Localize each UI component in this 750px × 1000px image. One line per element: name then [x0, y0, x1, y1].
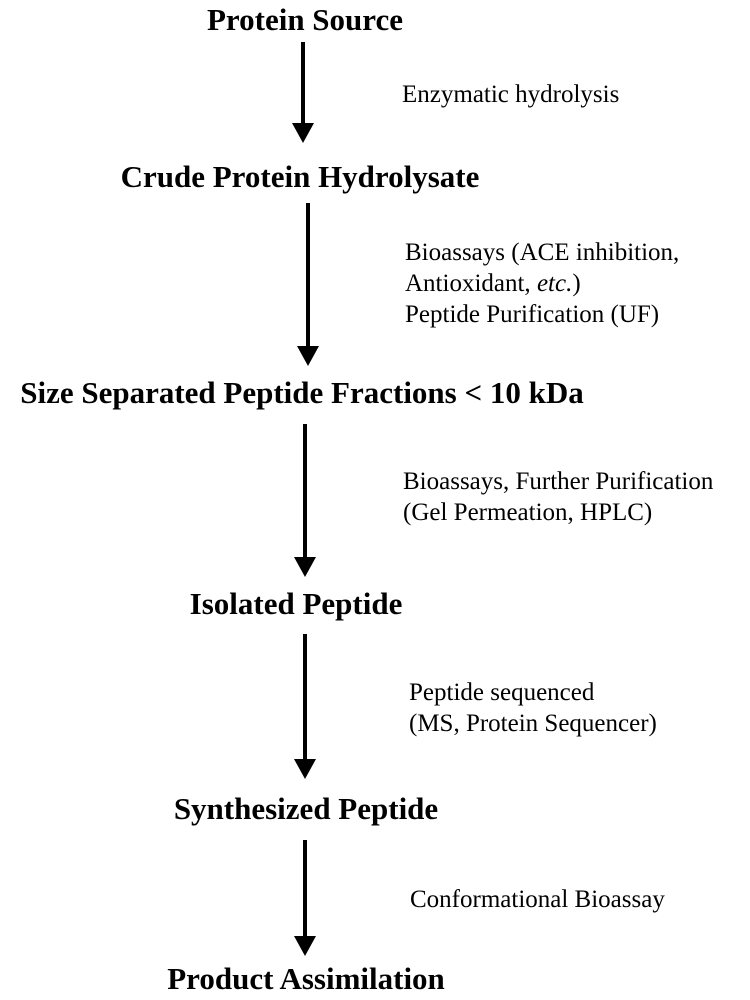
annotation-line: Bioassays (ACE inhibition, [405, 239, 680, 266]
annotation-text: Antioxidant, [405, 270, 537, 297]
edge-annotation-peptide-sequenced: Peptide sequenced (MS, Protein Sequencer… [409, 677, 657, 739]
annotation-line: Antioxidant, etc.) [405, 268, 679, 299]
edge-annotation-conformational-bioassay: Conformational Bioassay [410, 886, 665, 913]
annotation-line: Bioassays, Further Purification [403, 468, 714, 495]
down-arrow-icon [301, 42, 305, 124]
node-protein-source: Protein Source [206, 2, 404, 37]
annotation-text-italic: etc. [536, 270, 573, 297]
edge-annotation-enzymatic-hydrolysis: Enzymatic hydrolysis [402, 81, 620, 108]
down-arrow-icon [303, 424, 307, 558]
node-synthesized-peptide: Synthesized Peptide [173, 791, 439, 826]
node-isolated-peptide: Isolated Peptide [189, 586, 403, 621]
annotation-line: (MS, Protein Sequencer) [409, 710, 657, 737]
edge-annotation-further-purification: Bioassays, Further Purification (Gel Per… [403, 466, 713, 528]
node-product-assimilation: Product Assimilation [167, 961, 445, 996]
edge-annotation-bioassays-peptide-purification: Bioassays (ACE inhibition, Antioxidant, … [405, 237, 679, 330]
down-arrow-icon [303, 840, 307, 937]
down-arrow-icon [303, 634, 307, 760]
annotation-text: ) [572, 270, 581, 297]
down-arrow-icon [306, 203, 310, 347]
annotation-line: (Gel Permeation, HPLC) [403, 499, 653, 526]
annotation-line: Peptide sequenced [409, 679, 595, 706]
node-crude-protein-hydrolysate: Crude Protein Hydrolysate [120, 159, 480, 194]
node-size-separated-peptide-fractions: Size Separated Peptide Fractions < 10 kD… [20, 375, 584, 410]
annotation-line: Peptide Purification (UF) [405, 301, 660, 328]
